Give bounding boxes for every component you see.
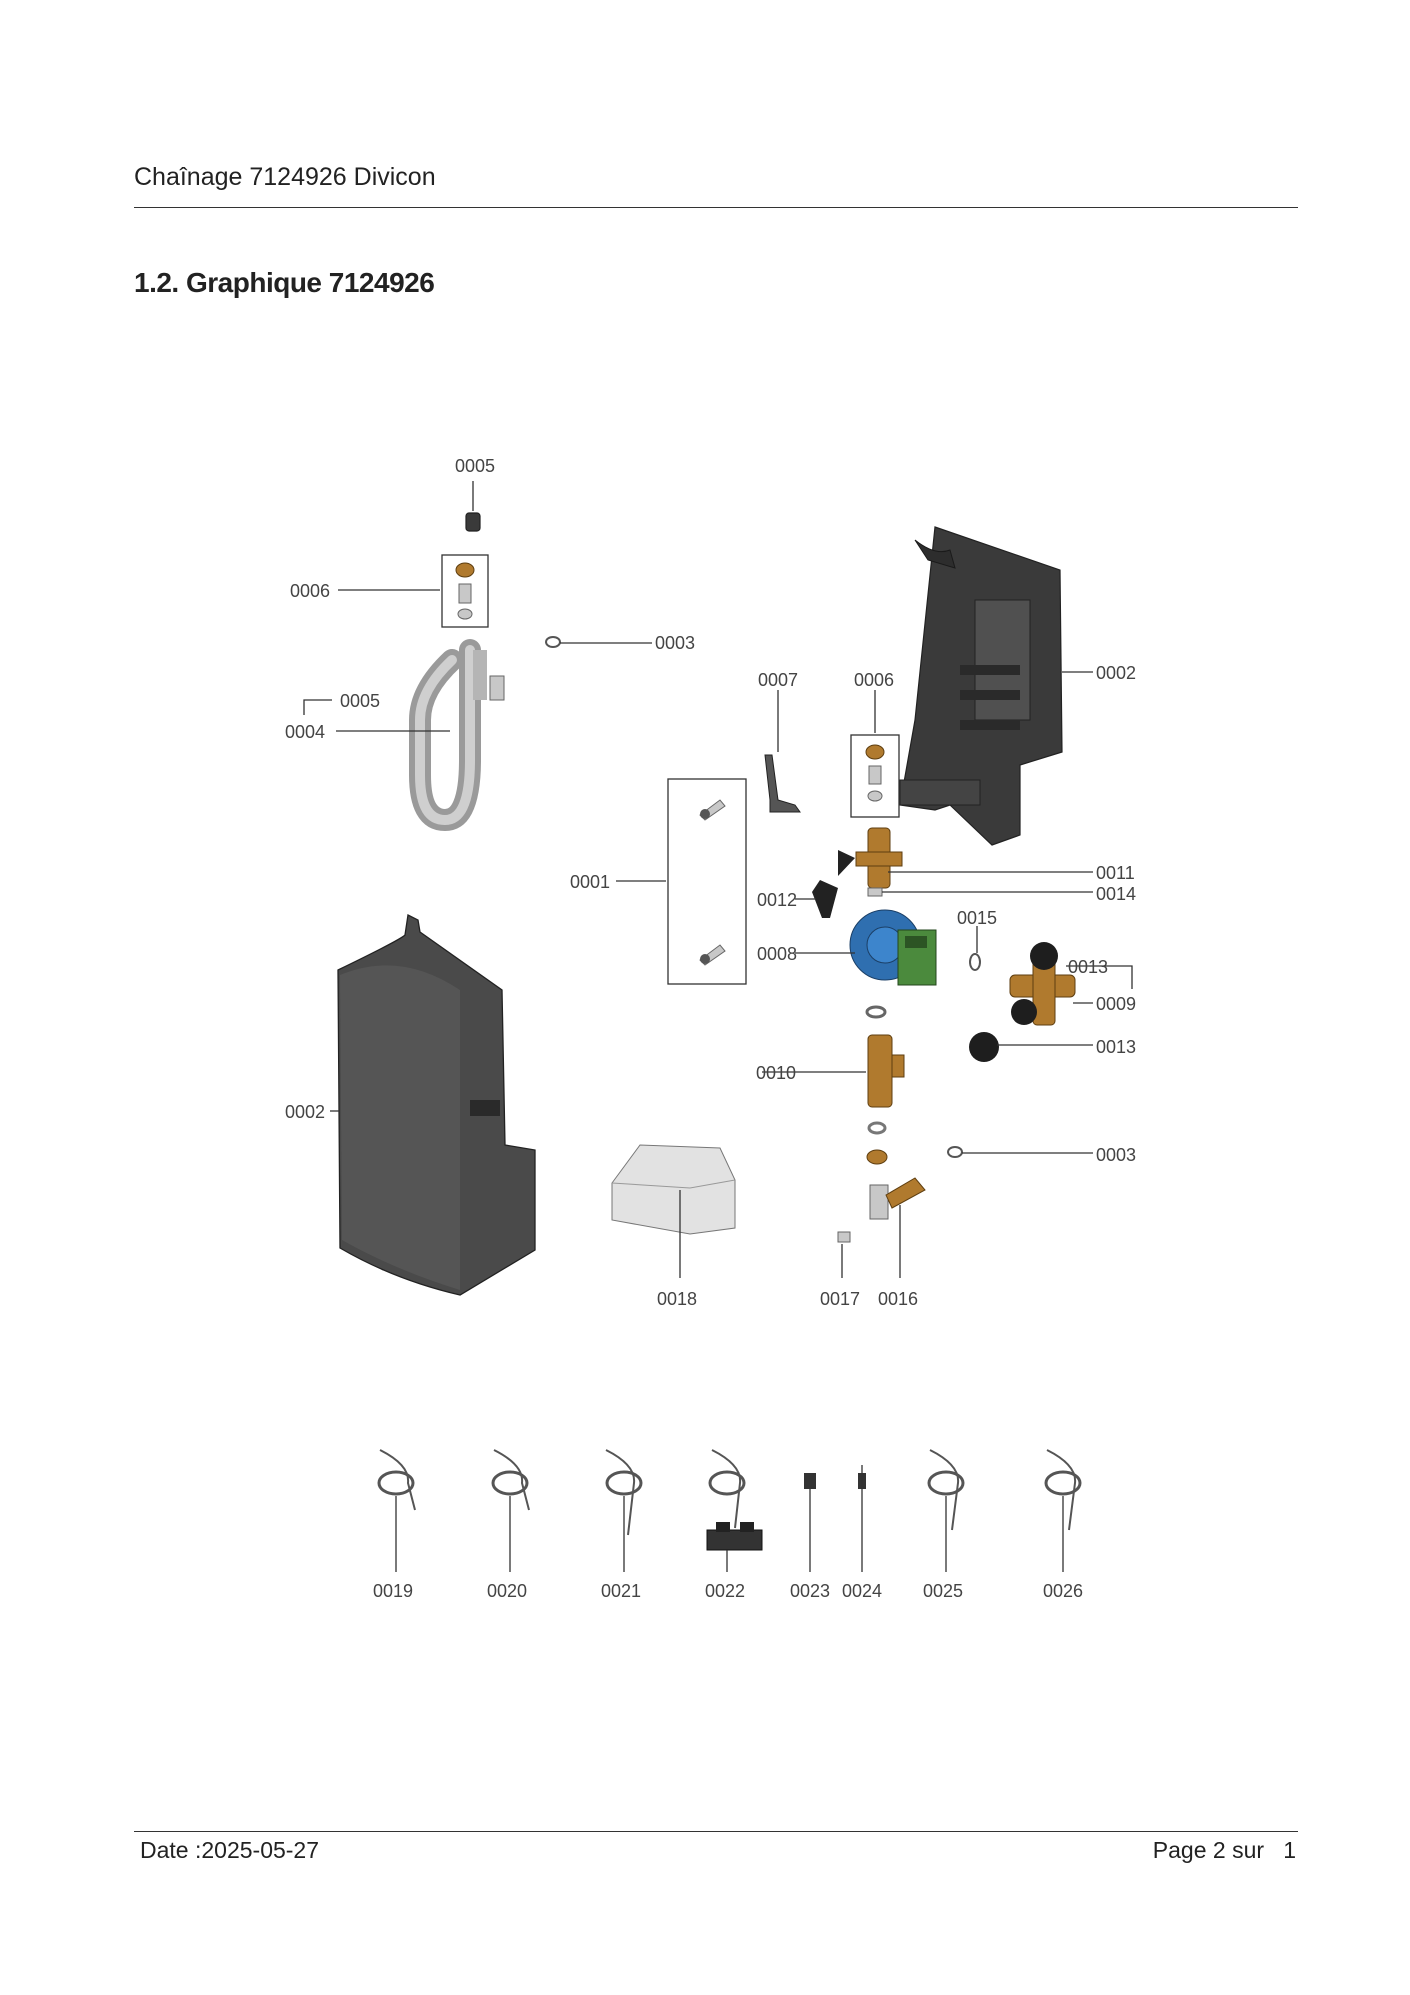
cable-0019: [377, 1449, 416, 1572]
part-label: 0021: [601, 1581, 641, 1601]
part-label: 0005: [340, 691, 380, 711]
part-label: 0025: [923, 1581, 963, 1601]
page-total: 1: [1283, 1837, 1296, 1863]
page-prefix: Page 2 sur: [1152, 1837, 1265, 1863]
part-label: 0012: [757, 890, 797, 910]
washers-lower: [866, 1121, 888, 1165]
part-label: 0004: [285, 722, 325, 742]
fitting-0010: [762, 1034, 905, 1108]
part-label: 0022: [705, 1581, 745, 1601]
gasket-0003-top: [545, 636, 652, 648]
footer-page-number: Page 2 sur 1: [1153, 1837, 1296, 1864]
part-label: 0020: [487, 1581, 527, 1601]
seal-0014: [867, 887, 1093, 897]
ball-valve-0011: [838, 827, 1093, 889]
insulation-cover-0018: [611, 1144, 736, 1278]
cable-0026: [1044, 1449, 1082, 1572]
part-label: 0003: [1096, 1145, 1136, 1165]
part-label: 0009: [1096, 994, 1136, 1014]
part-label: 0007: [758, 670, 798, 690]
connector-0023: [804, 1473, 816, 1572]
part-label: 0015: [957, 908, 997, 928]
part-label: 0002: [285, 1102, 325, 1122]
box-0006-top: [441, 554, 489, 628]
part-label: 0023: [790, 1581, 830, 1601]
back-panel-0002: [899, 526, 1093, 846]
valve-0016: [869, 1177, 926, 1278]
u-pipe-0004: [336, 639, 505, 832]
header-divider: [134, 207, 1298, 208]
seal-set-0006-top: [455, 562, 475, 620]
part-label: 0024: [842, 1581, 882, 1601]
part-label: 0016: [878, 1289, 918, 1309]
gasket-0003-bottom: [947, 1146, 1093, 1158]
mixing-valve-0009: [1009, 942, 1093, 1026]
leader-0005-left: [303, 699, 332, 715]
pump-0008: [795, 909, 937, 986]
cable-0020: [491, 1449, 530, 1572]
part-label: 0026: [1043, 1581, 1083, 1601]
seal-0015: [969, 926, 981, 971]
connector-0024: [858, 1465, 866, 1572]
box-0006-mid: [850, 734, 900, 818]
part-label: 0010: [756, 1063, 796, 1083]
cable-0025: [927, 1449, 965, 1572]
o-ring-mid: [865, 1005, 887, 1019]
section-title: 1.2. Graphique 7124926: [134, 267, 435, 298]
part-label: 0006: [290, 581, 330, 601]
handle-0012: [795, 880, 838, 918]
seal-set-0006-mid: [865, 690, 885, 802]
part-label: 0018: [657, 1289, 697, 1309]
part-label: 0019: [373, 1581, 413, 1601]
part-label: 0011: [1096, 863, 1135, 883]
part-label: 0013: [1068, 957, 1108, 977]
part-label: 0017: [820, 1289, 860, 1309]
part-label: 0014: [1096, 884, 1136, 904]
part-label: 0001: [570, 872, 610, 892]
footer-date: Date :2025-05-27: [140, 1837, 320, 1863]
sensor-bracket-0007: [764, 690, 801, 813]
cable-harness-0022: [706, 1449, 763, 1572]
part-label: 0003: [655, 633, 695, 653]
front-cover-0002: [330, 914, 536, 1296]
part-label: 0005: [455, 456, 495, 476]
thermometer-pair-0001: [616, 799, 726, 966]
leader-0013-top: [1066, 965, 1133, 989]
footer-divider: [134, 1831, 1298, 1832]
cap-0013: [969, 1032, 1093, 1062]
part-label: 0006: [854, 670, 894, 690]
part-label: 0013: [1096, 1037, 1136, 1057]
fitting-0005-top: [465, 481, 481, 532]
box-0001: [667, 778, 747, 985]
part-label: 0002: [1096, 663, 1136, 683]
screw-0017: [837, 1231, 851, 1278]
cable-0021: [605, 1449, 643, 1572]
part-label: 0008: [757, 944, 797, 964]
document-header-title: Chaînage 7124926 Divicon: [134, 163, 436, 191]
